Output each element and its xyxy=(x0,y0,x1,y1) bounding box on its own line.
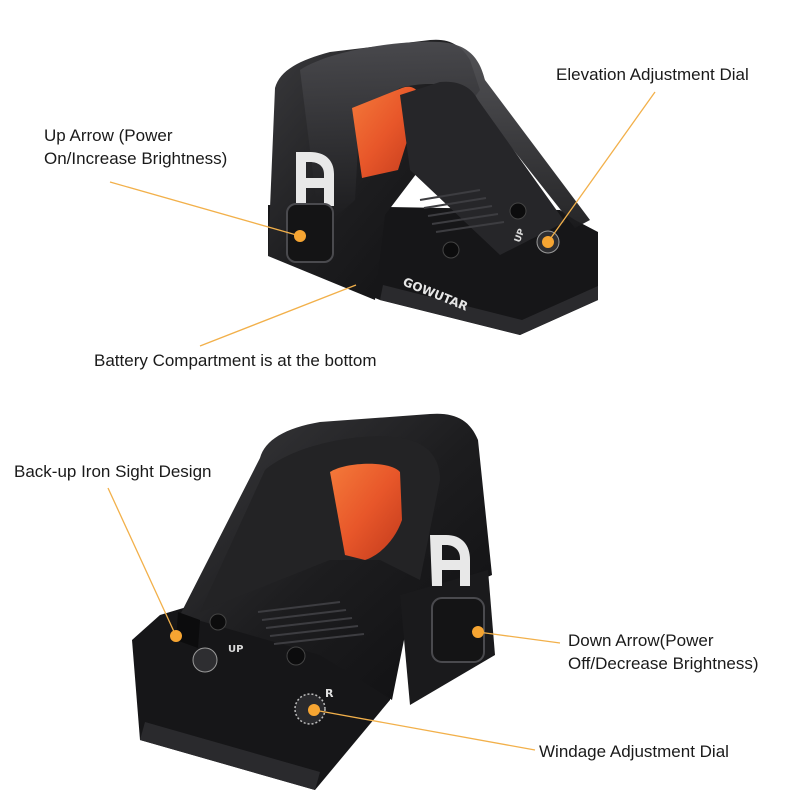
windage-r-mark: R xyxy=(325,687,334,700)
marker-up-arrow xyxy=(294,230,306,242)
leader-backup xyxy=(107,487,177,637)
callout-backup-sight: Back-up Iron Sight Design xyxy=(14,462,212,481)
top-screw-left xyxy=(442,241,460,259)
callout-down-arrow-line1: Down Arrow(Power xyxy=(568,631,714,650)
elevation-up-mark: UP xyxy=(513,227,527,244)
callout-up-arrow: Up Arrow (Power On/Increase Brightness) xyxy=(44,124,227,170)
marker-windage xyxy=(308,704,320,716)
leader-elevation xyxy=(547,91,656,243)
callout-windage: Windage Adjustment Dial xyxy=(539,742,729,761)
bottom-logo-glyph xyxy=(430,535,470,586)
leader-windage xyxy=(313,709,536,751)
callout-down-arrow-line2: Off/Decrease Brightness) xyxy=(568,654,759,673)
callout-markers xyxy=(170,230,554,716)
callout-up-arrow-line2: On/Increase Brightness) xyxy=(44,149,228,168)
marker-elevation xyxy=(542,236,554,248)
top-screw-right xyxy=(509,202,527,220)
bottom-screw-right xyxy=(286,646,306,666)
leader-up-arrow xyxy=(109,181,301,237)
top-inner-ridges xyxy=(419,189,505,233)
callout-down-arrow: Down Arrow(Power Off/Decrease Brightness… xyxy=(568,629,759,675)
top-logo-glyph xyxy=(296,152,334,206)
callout-elevation: Elevation Adjustment Dial xyxy=(556,65,749,84)
top-red-dot-sight: UP A GOWUTAR xyxy=(268,39,598,335)
leader-battery xyxy=(199,284,357,347)
marker-backup xyxy=(170,630,182,642)
up-arrow-button xyxy=(286,203,334,263)
backup-sight-notch xyxy=(176,612,200,648)
bottom-red-dot-sight: UP R xyxy=(132,413,495,790)
bottom-lens-glass xyxy=(330,463,402,560)
bottom-elevation-dial xyxy=(192,647,218,673)
callout-up-arrow-line1: Up Arrow (Power xyxy=(44,126,173,145)
bottom-up-mark: UP xyxy=(228,644,243,655)
bottom-inner-ridges xyxy=(257,601,365,645)
down-arrow-button xyxy=(431,597,485,663)
bottom-screw-left xyxy=(209,613,227,631)
leader-lines xyxy=(107,91,656,751)
leader-down xyxy=(477,631,561,644)
callout-battery: Battery Compartment is at the bottom xyxy=(94,351,377,370)
marker-down xyxy=(472,626,484,638)
